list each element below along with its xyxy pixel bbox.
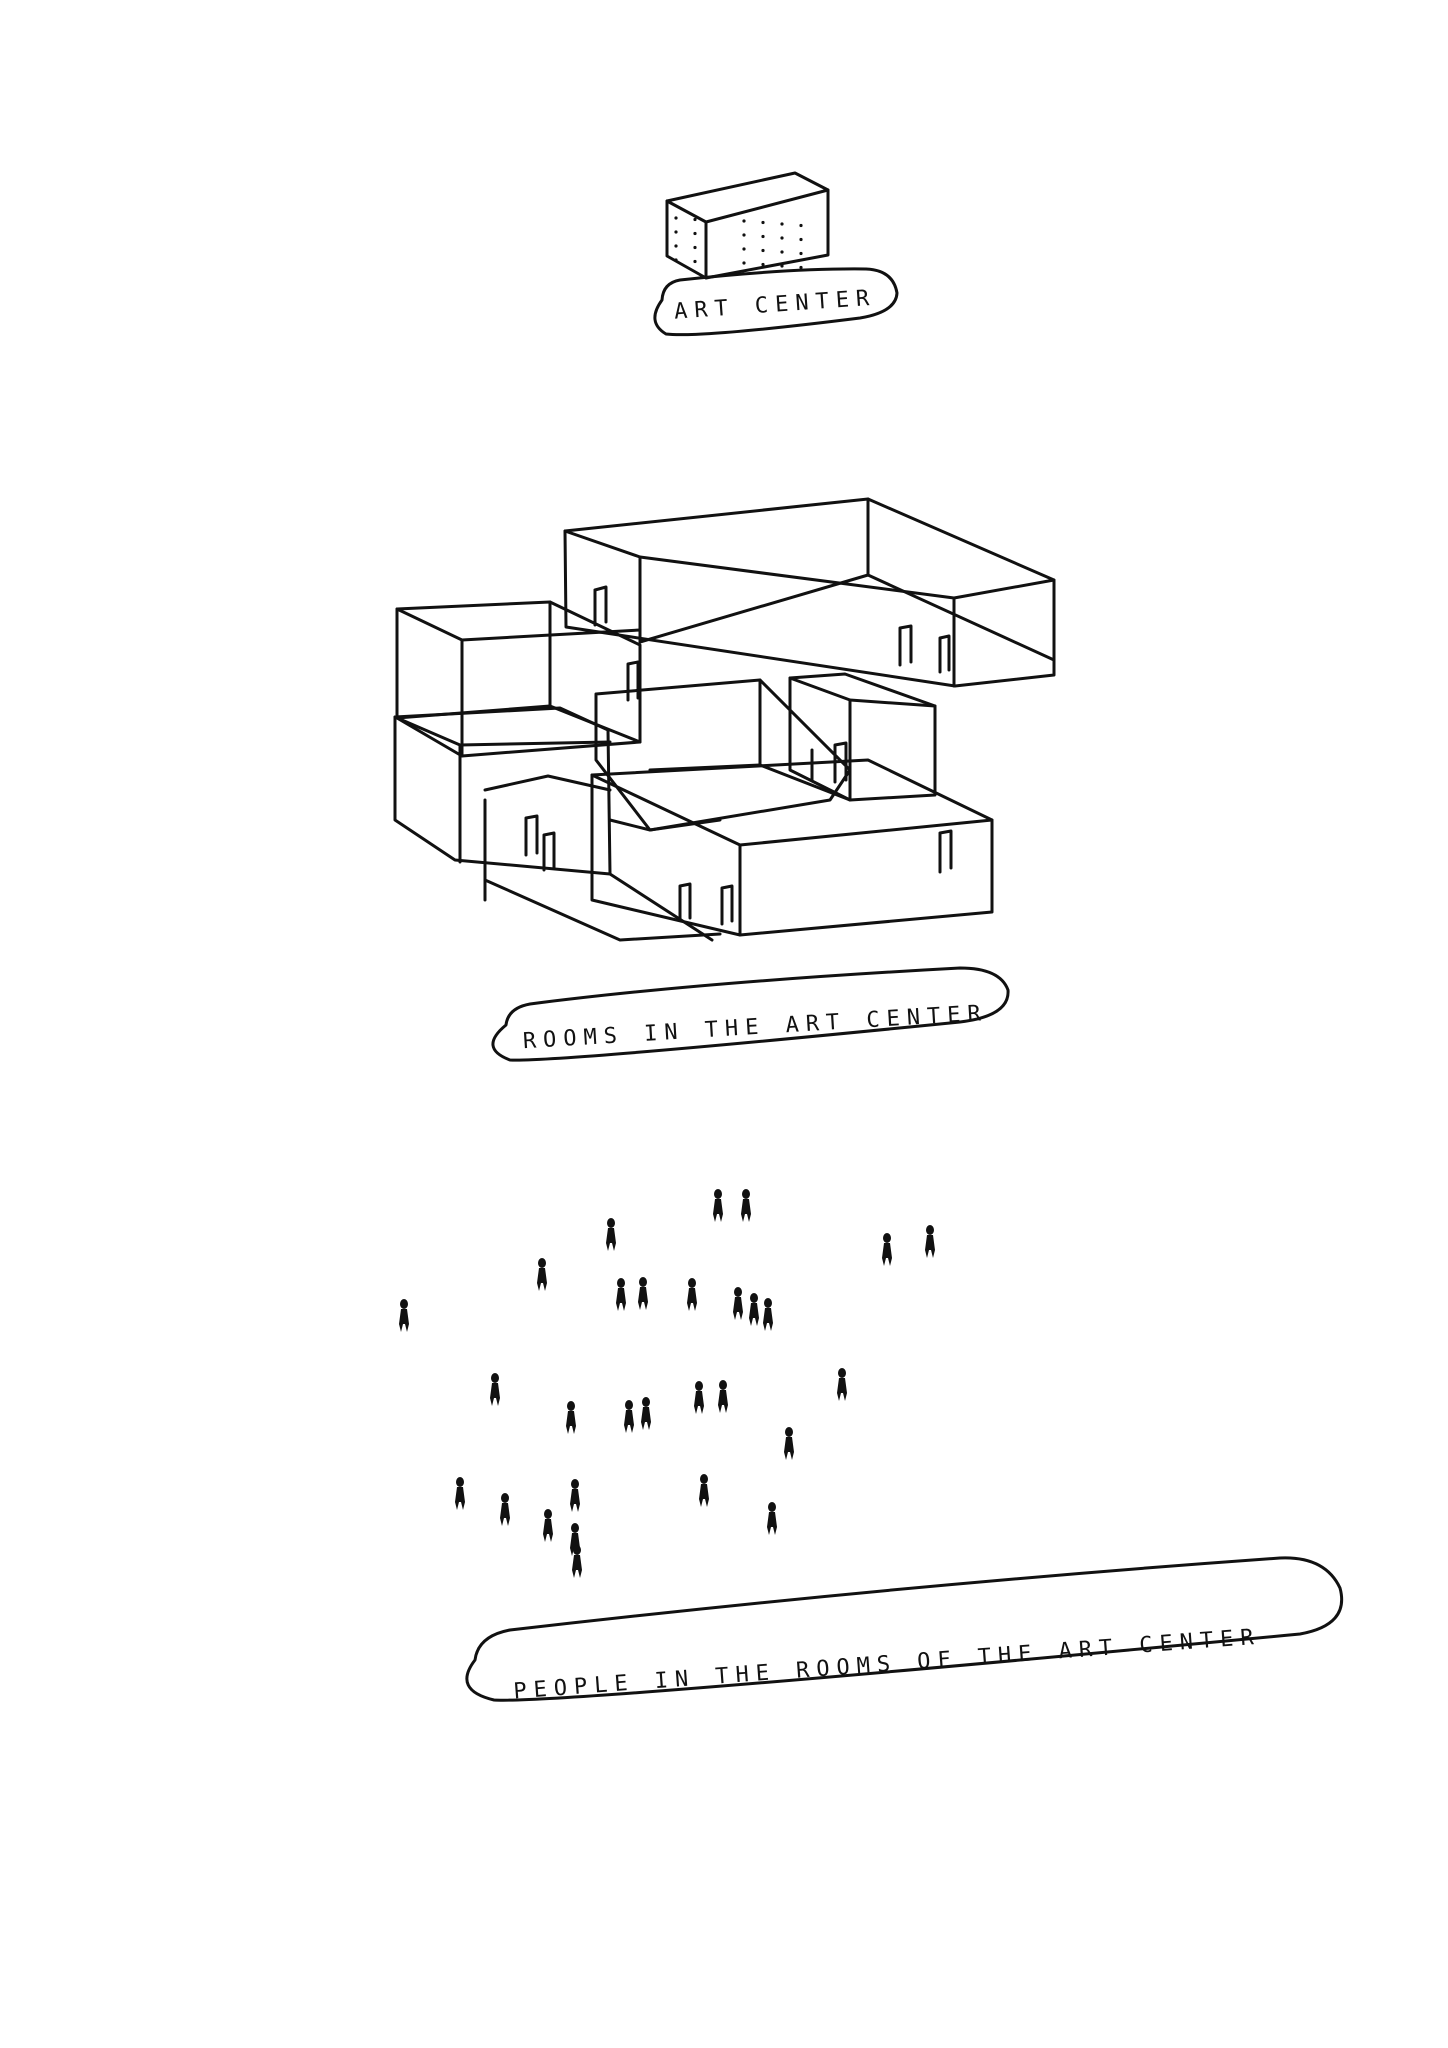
person-figure (500, 1493, 510, 1526)
person-figure (616, 1278, 626, 1311)
person-figure (638, 1277, 648, 1310)
person-figure (490, 1373, 500, 1406)
person-figure (741, 1189, 751, 1222)
person-figure (882, 1233, 892, 1266)
person-figure (837, 1368, 847, 1401)
person-figure (767, 1502, 777, 1535)
rooms-label: ROOMS IN THE ART CENTER (493, 968, 1008, 1060)
person-figure (763, 1298, 773, 1331)
building-icon (667, 173, 828, 278)
person-figure (566, 1401, 576, 1434)
person-figure (455, 1477, 465, 1510)
person-figure (713, 1189, 723, 1222)
person-figure (749, 1293, 759, 1326)
rooms-drawing (395, 499, 1054, 940)
person-figure (784, 1427, 794, 1460)
person-figure (624, 1400, 634, 1433)
person-figure (537, 1258, 547, 1291)
person-figure (543, 1509, 553, 1542)
people-drawing (399, 1189, 935, 1578)
people-text: PEOPLE IN THE ROOMS OF THE ART CENTER (513, 1625, 1262, 1705)
person-figure (718, 1380, 728, 1413)
art-center-label: ART CENTER (655, 269, 897, 335)
person-figure (641, 1397, 651, 1430)
person-figure (699, 1474, 709, 1507)
person-figure (733, 1287, 743, 1320)
person-figure (694, 1381, 704, 1414)
person-figure (572, 1545, 582, 1578)
rooms-text: ROOMS IN THE ART CENTER (522, 1001, 988, 1054)
people-label: PEOPLE IN THE ROOMS OF THE ART CENTER (467, 1558, 1342, 1705)
person-figure (606, 1218, 616, 1251)
person-figure (399, 1299, 409, 1332)
person-figure (570, 1479, 580, 1512)
person-figure (925, 1225, 935, 1258)
person-figure (687, 1278, 697, 1311)
